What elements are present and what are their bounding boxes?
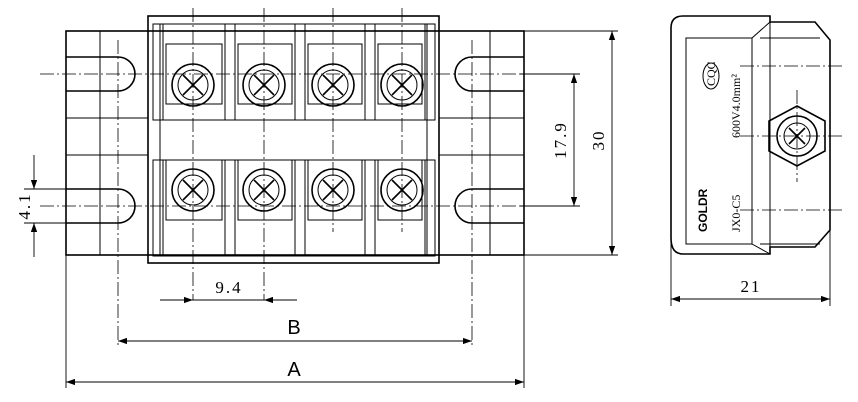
center-lines	[40, 8, 560, 345]
side-body-outline	[670, 15, 831, 255]
center-rail	[159, 119, 428, 161]
dimension-height-label: 30	[589, 130, 608, 151]
dimension-overall-length-label: A	[287, 359, 301, 381]
side-brand-logo: GOLDR	[696, 188, 710, 232]
dimension-overall-length: A	[65, 255, 525, 388]
side-cqc-mark: CQC	[704, 61, 718, 86]
barrier-walls	[152, 23, 436, 257]
base-ribs-left	[66, 31, 148, 255]
dimension-pitch: 9.4	[160, 278, 297, 304]
dimension-row-spacing: 17.9	[520, 73, 580, 207]
housing-outer	[147, 15, 440, 264]
side-view: GOLDR CQC 600V4.0mm² JX0-C5	[670, 15, 845, 255]
side-model: JX0-C5	[729, 195, 743, 232]
housing-inner	[159, 23, 428, 257]
dimension-height: 30	[524, 30, 618, 256]
side-center-lines	[740, 65, 845, 211]
dimension-mount-span: B	[118, 317, 472, 345]
dimension-depth: 21	[670, 230, 831, 306]
front-view	[40, 8, 560, 345]
dimension-slot-width-label: 4.1	[15, 192, 34, 219]
dimension-depth-label: 21	[741, 277, 762, 296]
base-ribs-right	[439, 31, 524, 255]
terminal-pads	[165, 43, 423, 221]
dimension-mount-span-label: B	[287, 317, 300, 339]
dimension-pitch-label: 9.4	[215, 278, 242, 297]
dimension-slot-width: 4.1	[15, 155, 66, 257]
dimension-row-spacing-label: 17.9	[551, 121, 570, 159]
side-rating: 600V4.0mm²	[729, 74, 743, 138]
